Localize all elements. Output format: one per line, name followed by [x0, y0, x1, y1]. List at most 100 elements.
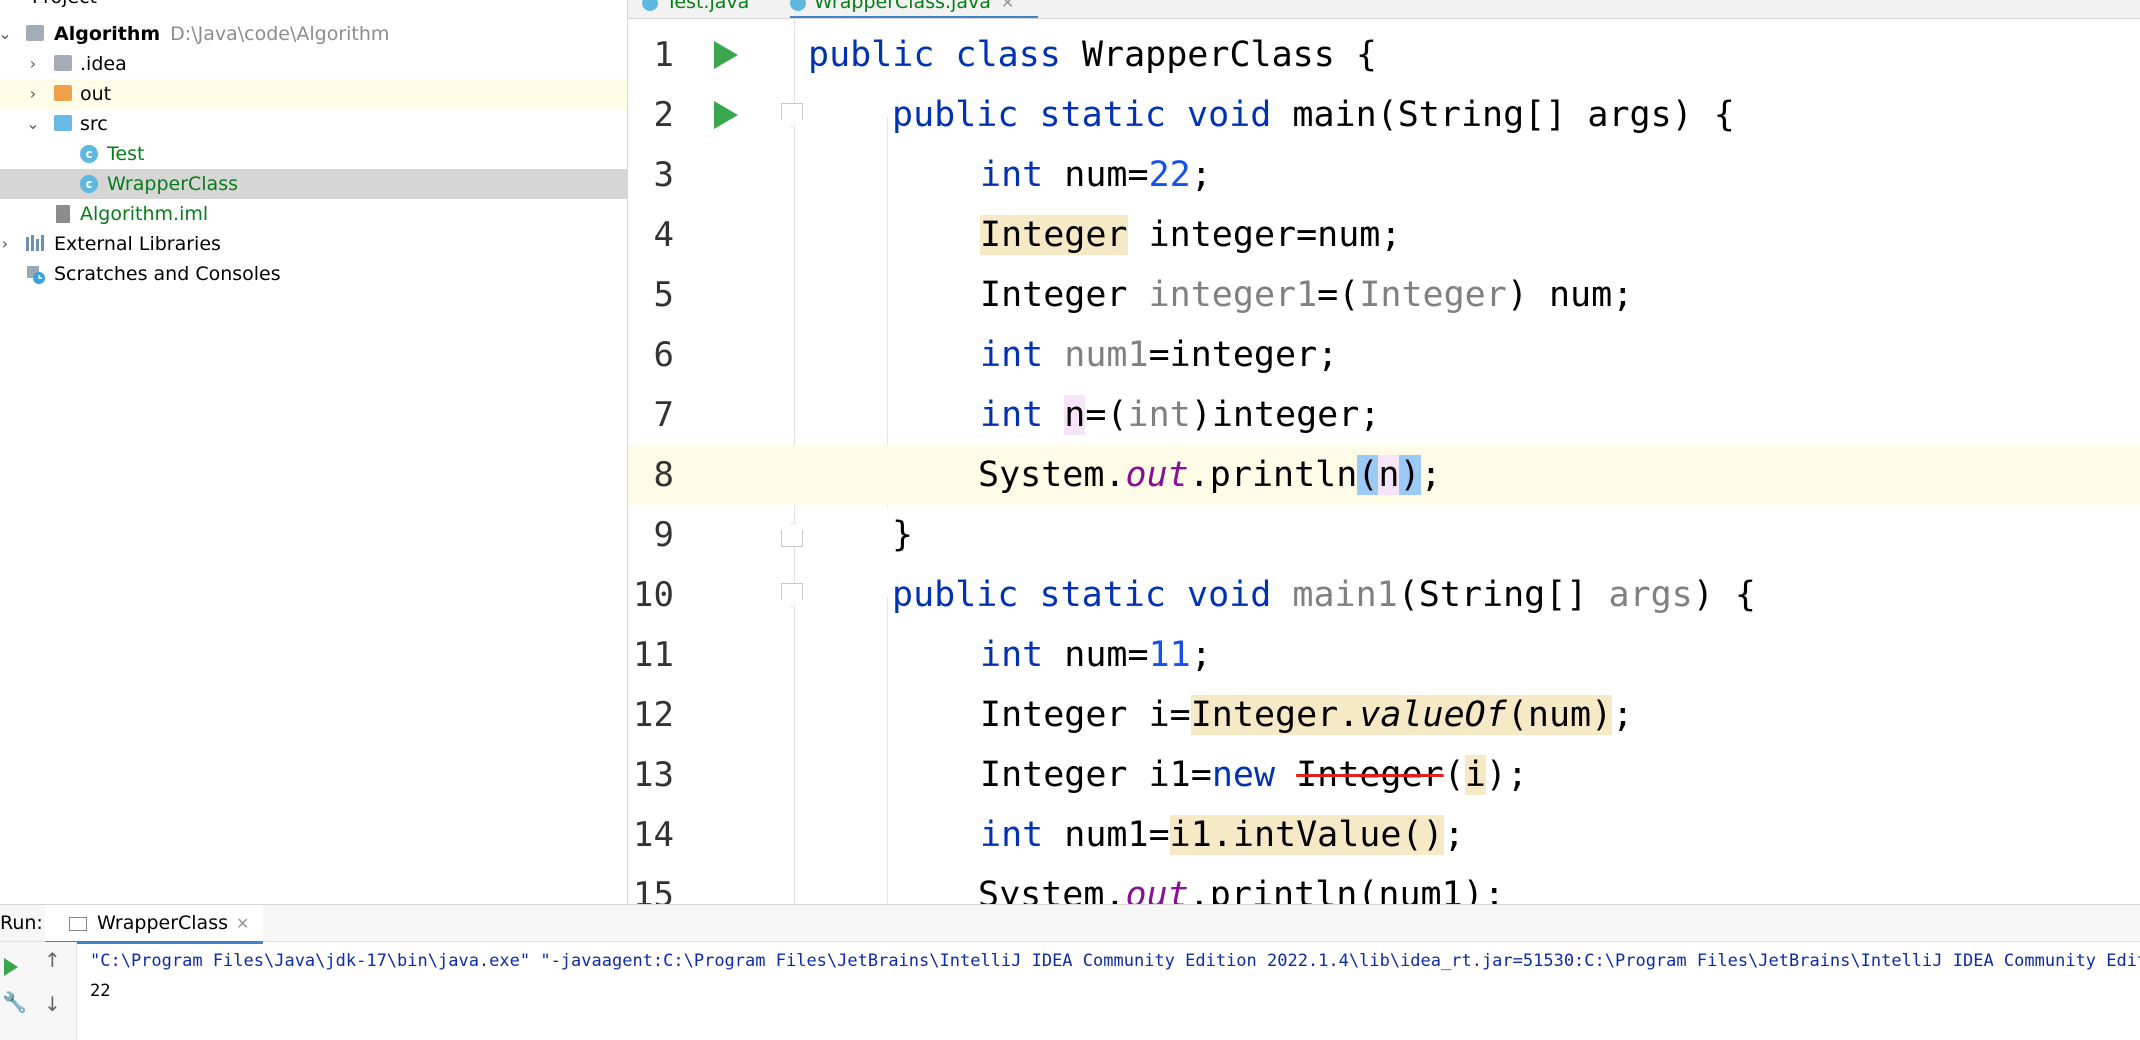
- console-output: 22: [90, 981, 111, 1001]
- line-number: 11: [633, 635, 674, 675]
- code-token: ;: [1443, 815, 1465, 855]
- code-token: }: [892, 515, 914, 555]
- code-token: ) {: [1692, 575, 1756, 615]
- code-token: ;: [1612, 695, 1634, 735]
- line-number: 10: [633, 575, 674, 615]
- project-title[interactable]: Project: [32, 0, 97, 8]
- run-header: Run: WrapperClass✕: [0, 905, 2140, 944]
- code-token: Integer.: [1190, 695, 1360, 735]
- close-icon[interactable]: ✕: [236, 914, 250, 933]
- code-line: 3 int num=22;: [628, 145, 2140, 205]
- code-token: Integer: [1359, 275, 1507, 315]
- folder-icon: [54, 55, 72, 71]
- editor-tab-bar: Test.java WrapperClass.java ✕: [628, 0, 2140, 19]
- code-token: integer=num;: [1127, 215, 1402, 255]
- tab-label: Test.java: [666, 0, 750, 13]
- code-token: Integer: [980, 695, 1128, 735]
- arrow-down-icon[interactable]: ↓: [44, 992, 61, 1016]
- code-token: .println: [1188, 455, 1358, 495]
- code-editor[interactable]: 1 public class WrapperClass { 2 public s…: [628, 19, 2140, 904]
- arrow-up-icon[interactable]: ↑: [44, 948, 61, 972]
- code-token: ) num;: [1506, 275, 1634, 315]
- code-token: ;: [1420, 455, 1442, 495]
- fold-icon[interactable]: [781, 583, 803, 607]
- line-number: 3: [653, 155, 674, 195]
- run-icon[interactable]: [714, 41, 738, 69]
- code-token: int: [980, 335, 1044, 375]
- run-toolbar: ↑ 🔧 ↓: [0, 942, 77, 1040]
- run-tab-label: WrapperClass: [97, 912, 228, 934]
- chevron-down-icon[interactable]: ⌄: [26, 114, 40, 133]
- code-token: out: [1125, 875, 1189, 904]
- code-token: Integer: [980, 275, 1128, 315]
- code-token: Integer: [980, 755, 1128, 795]
- line-number: 2: [653, 95, 674, 135]
- chevron-right-icon[interactable]: ›: [29, 54, 37, 73]
- tree-item-out[interactable]: › out: [0, 79, 627, 109]
- tree-item-scratches[interactable]: Scratches and Consoles: [0, 259, 627, 289]
- code-line: 10 public static void main1(String[] arg…: [628, 565, 2140, 625]
- tree-label: src: [80, 113, 108, 135]
- fold-icon[interactable]: [781, 523, 803, 547]
- run-icon[interactable]: [714, 101, 738, 129]
- close-icon[interactable]: ✕: [1000, 0, 1015, 12]
- excluded-folder-icon: [54, 85, 72, 101]
- code-token: Integer: [980, 215, 1128, 255]
- code-token: 22: [1148, 155, 1191, 195]
- code-token: n: [1064, 395, 1086, 435]
- java-class-icon: [642, 0, 658, 11]
- code-token: args: [1608, 575, 1693, 615]
- code-line: 14 int num1=i1.intValue();: [628, 805, 2140, 865]
- code-token: out: [1125, 455, 1189, 495]
- line-number: 8: [653, 455, 674, 495]
- code-token: .println(num1);: [1188, 875, 1505, 904]
- tree-item-src[interactable]: ⌄ src: [0, 109, 627, 139]
- line-number: 14: [633, 815, 674, 855]
- tree-item-idea[interactable]: › .idea: [0, 49, 627, 79]
- code-token: new: [1211, 755, 1276, 795]
- wrench-icon[interactable]: 🔧: [2, 990, 27, 1014]
- code-token: Integer: [1296, 755, 1444, 795]
- code-line: 4 Integer integer=num;: [628, 205, 2140, 265]
- code-line: 2 public static void main(String[] args)…: [628, 85, 2140, 145]
- code-token: num=: [1043, 155, 1149, 195]
- tree-label: Algorithm: [54, 23, 161, 45]
- indent-guide: [887, 117, 888, 507]
- code-token: ;: [1190, 155, 1212, 195]
- chevron-right-icon[interactable]: ›: [29, 84, 37, 103]
- fold-icon[interactable]: [781, 103, 803, 127]
- run-tab-wrapperclass[interactable]: WrapperClass ✕: [45, 905, 264, 944]
- rerun-icon[interactable]: [4, 958, 18, 976]
- tab-test-java[interactable]: Test.java: [642, 0, 749, 16]
- code-token: public static void: [892, 575, 1272, 615]
- tree-item-wrapperclass[interactable]: c WrapperClass: [0, 169, 627, 199]
- code-line: 12 Integer i=Integer.valueOf(num);: [628, 685, 2140, 745]
- code-token: valueOf: [1359, 695, 1507, 735]
- code-token: int: [980, 815, 1044, 855]
- code-line: 6 int num1=integer;: [628, 325, 2140, 385]
- java-class-icon: [790, 0, 806, 11]
- code-token: int: [980, 395, 1044, 435]
- scratches-icon: [26, 264, 46, 284]
- tab-label: WrapperClass.java: [814, 0, 991, 13]
- chevron-right-icon[interactable]: ›: [1, 234, 9, 253]
- code-token: i1.intValue(): [1169, 815, 1444, 855]
- run-config-icon: [69, 916, 87, 931]
- chevron-down-icon[interactable]: ⌄: [0, 19, 12, 49]
- java-class-icon: c: [80, 175, 98, 193]
- tree-item-algorithm-iml[interactable]: Algorithm.iml: [0, 199, 627, 229]
- code-line: 9 }: [628, 505, 2140, 565]
- tree-item-test[interactable]: c Test: [0, 139, 627, 169]
- code-token: ): [1399, 455, 1421, 495]
- code-token: (: [1443, 755, 1465, 795]
- tree-item-external-libraries[interactable]: › External Libraries: [0, 229, 627, 259]
- code-token: integer1: [1127, 275, 1318, 315]
- code-token: System.: [978, 875, 1126, 904]
- line-number: 7: [653, 395, 674, 435]
- tree-label: Test: [107, 143, 145, 165]
- code-token: [1043, 395, 1064, 435]
- code-token: =(: [1085, 395, 1128, 435]
- tab-wrapperclass-java[interactable]: WrapperClass.java ✕: [790, 0, 1039, 18]
- code-token: =(: [1317, 275, 1360, 315]
